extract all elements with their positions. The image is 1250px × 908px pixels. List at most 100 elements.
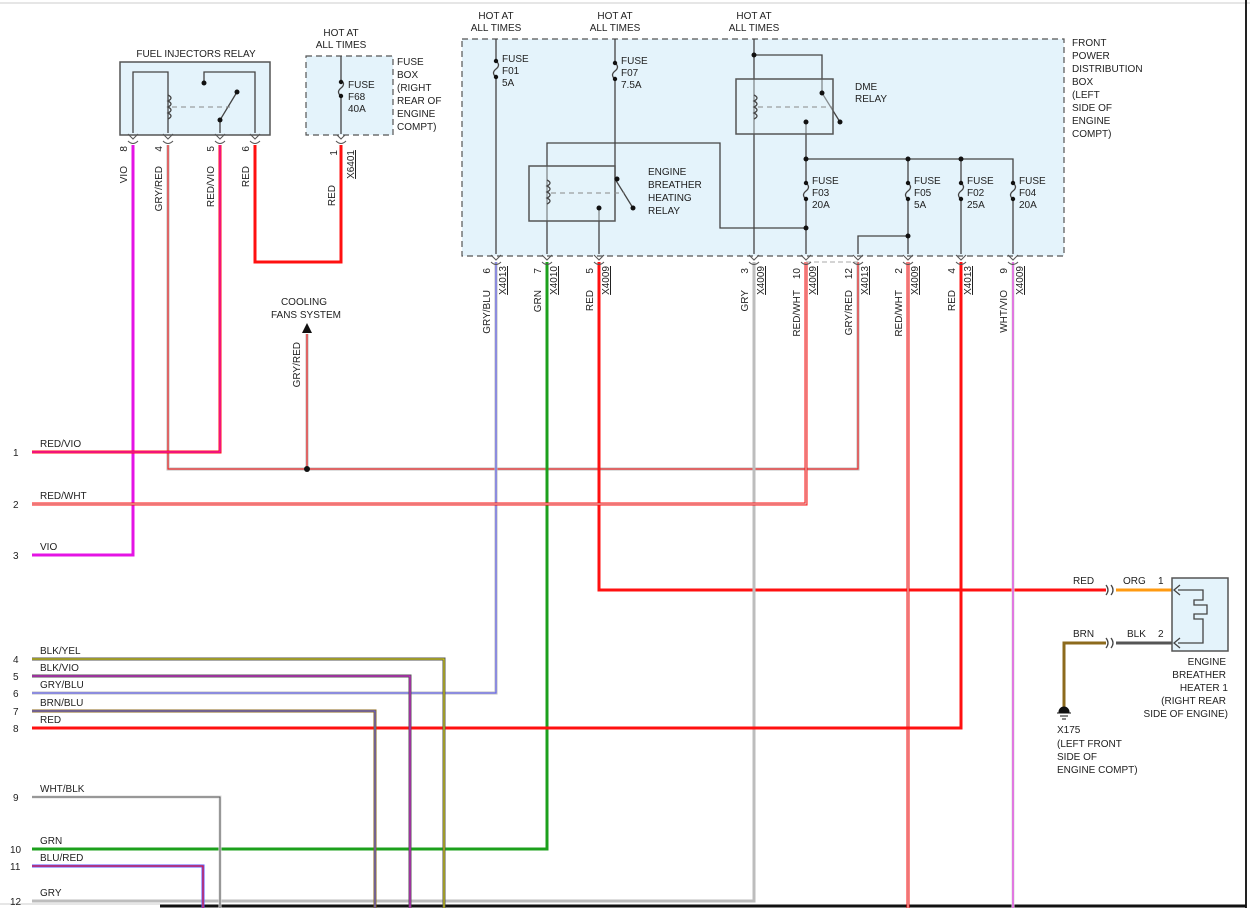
wire-label: GRY/BLU [482, 290, 493, 334]
wire-blk-vio [32, 674, 412, 908]
connector-icon [214, 133, 226, 144]
fuse-box: HOT AT ALL TIMES FUSE F68 40A FUSE BOX (… [305, 28, 441, 206]
wire-stripe [32, 262, 497, 694]
wire-base [32, 262, 549, 851]
wire-blk-yel [32, 657, 446, 908]
harness-pin-number: 10 [10, 845, 22, 856]
junction-dot [751, 52, 757, 58]
contact-dot [201, 80, 207, 86]
junction-dot [596, 205, 602, 211]
pin-number: 1 [329, 150, 340, 156]
junction-dot [819, 90, 825, 96]
wire-stripe [167, 145, 859, 470]
junction-dot [958, 156, 964, 162]
pdb-location: FRONT POWER DISTRIBUTION BOX (LEFT SIDE … [1072, 38, 1143, 140]
fuse-label: FUSE [914, 176, 941, 187]
connector-icon [541, 254, 553, 265]
fuse-label: F04 [1019, 188, 1037, 199]
ground-label: ENGINE COMPT) [1057, 765, 1138, 776]
harness-wire-label: BLK/VIO [40, 663, 79, 674]
wire-label: GRY [740, 290, 751, 312]
connector-icon [490, 254, 502, 265]
junction-dot [905, 156, 911, 162]
hot-label: HOT AT [323, 28, 358, 39]
wire-stripe [32, 675, 411, 908]
hot-label: HOT AT [597, 11, 632, 22]
fuse-box-location: FUSE BOX (RIGHT REAR OF ENGINE COMPT) [397, 57, 441, 133]
location-text: ENGINE [397, 109, 436, 120]
junction-dot [630, 205, 636, 211]
hot-label: ALL TIMES [316, 40, 367, 51]
hot-label: ALL TIMES [590, 23, 641, 34]
fuse-label: F05 [914, 188, 932, 199]
relay-box [119, 61, 271, 136]
connector-icon [748, 254, 760, 265]
harness-pin-number: 8 [13, 724, 19, 735]
wire-label: ORG [1123, 576, 1146, 587]
harness-wire-label: GRY/BLU [40, 680, 84, 691]
fuse-label: 25A [967, 200, 985, 211]
ground-x175: X175 (LEFT FRONT SIDE OF ENGINE COMPT) [1057, 706, 1138, 776]
wire-label: BLK [1127, 629, 1146, 640]
hot-label: HOT AT [478, 11, 513, 22]
wire-base [32, 145, 222, 454]
harness-pin-number: 7 [13, 707, 19, 718]
harness-pin-number: 12 [10, 897, 22, 908]
fuse-dot [958, 180, 964, 186]
connector-icon [127, 133, 139, 144]
harness-pin-number: 4 [13, 655, 19, 666]
engine-breather-heater: RED ORG 1 BRN BLK 2 ENGINE BREATHER HEAT… [1073, 576, 1229, 720]
fuse-box-outline [305, 55, 394, 136]
harness-pin-number: 9 [13, 793, 19, 804]
connector-id: X4013 [498, 266, 509, 295]
harness-wire-label: RED/VIO [40, 439, 81, 450]
wire-wht-blk [32, 795, 222, 908]
wire-label: WHT/VIO [999, 290, 1010, 333]
fuse-icon [957, 180, 965, 202]
wire-stripe [32, 796, 221, 908]
wire-base [32, 262, 498, 695]
wire-label: RED [241, 166, 252, 187]
location-text: (LEFT [1072, 90, 1100, 101]
coil-icon [166, 94, 172, 120]
ebh-relay-label: ENGINE [648, 167, 687, 178]
wire-stripe [32, 710, 376, 908]
junction-dot [614, 176, 620, 182]
fuse-label: F01 [502, 66, 520, 77]
wire-gry-red [166, 145, 860, 471]
contact-dot [217, 117, 223, 123]
harness-wire-label: BLK/YEL [40, 646, 81, 657]
heater-label: SIDE OF ENGINE) [1144, 709, 1228, 720]
dme-relay-box [735, 78, 834, 135]
wire-label: BRN [1073, 629, 1094, 640]
heater-label: BREATHER [1172, 670, 1226, 681]
connector-icon [249, 133, 261, 144]
ebh-relay-label: HEATING [648, 193, 692, 204]
pin-number: 10 [792, 268, 803, 280]
inline-connector-icon [1105, 584, 1114, 649]
fuse-label: FUSE [1019, 176, 1046, 187]
harness-connector: 1RED/VIO2RED/WHT3VIO4BLK/YEL5BLK/VIO6GRY… [10, 439, 87, 908]
fuse-dot [905, 180, 911, 186]
fuel-injectors-relay: FUEL INJECTORS RELAY 8VIO4GRY/RED5RED/VI… [119, 49, 347, 211]
fuse-label: F68 [348, 92, 366, 103]
ebh-relay-label: RELAY [648, 206, 680, 217]
wire-label: RED/VIO [206, 166, 217, 207]
dme-relay-label: DME [855, 82, 878, 93]
location-text: BOX [1072, 77, 1093, 88]
connector-icon [955, 254, 967, 265]
wire-brn-blu [32, 709, 377, 908]
junction-dot [803, 156, 809, 162]
wire-gry-blu [32, 262, 498, 695]
fuse-label: F02 [967, 188, 985, 199]
heater-element-icon [1178, 589, 1208, 644]
wire-stripe [32, 262, 807, 505]
wire-red [597, 262, 1106, 592]
cooling-label: COOLING [281, 297, 327, 308]
wire-label: GRN [533, 290, 544, 312]
fuse-label: 40A [348, 104, 366, 115]
pin-number: 7 [533, 268, 544, 274]
pin-number: 4 [154, 146, 165, 152]
